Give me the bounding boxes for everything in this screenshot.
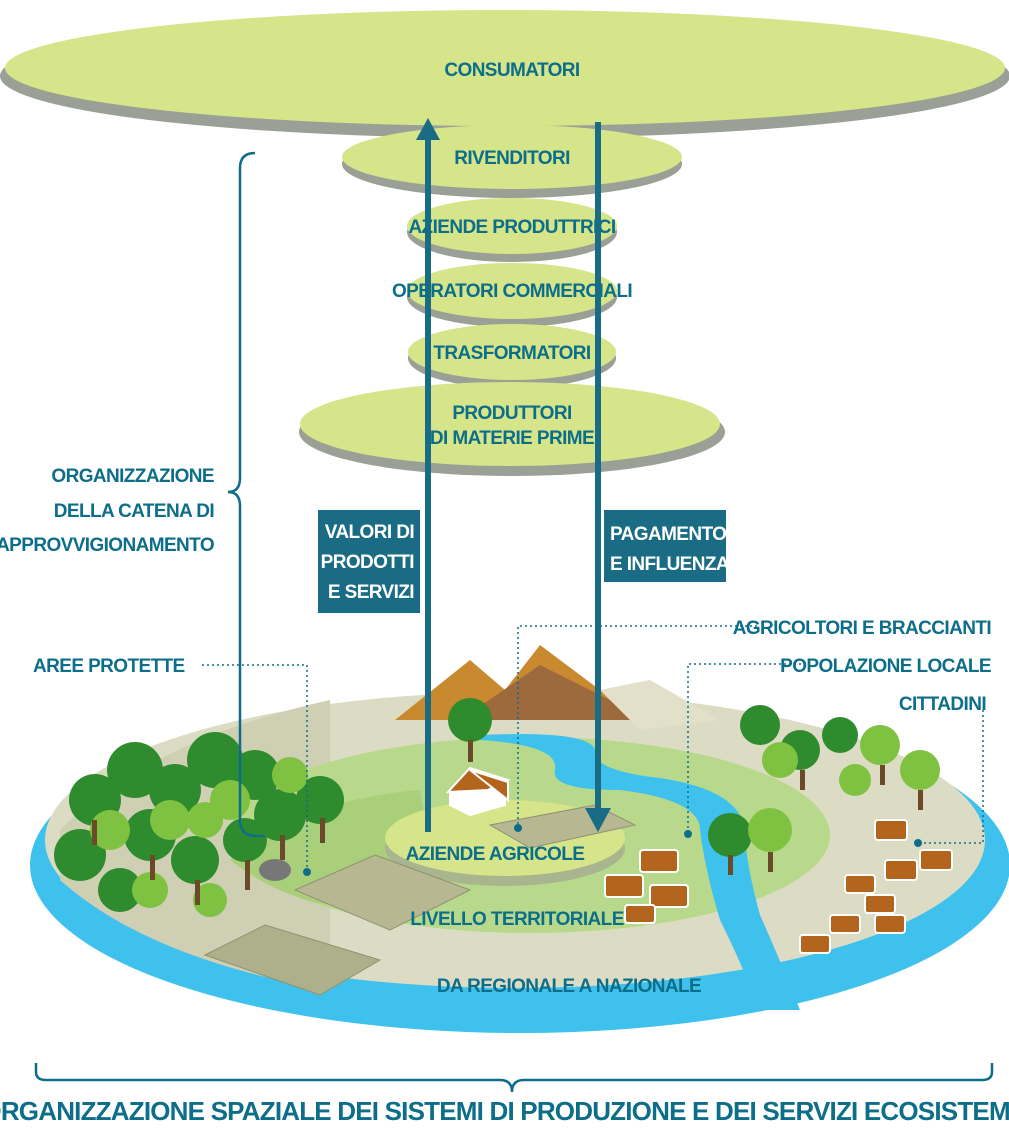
up-flow-line1: VALORI DI	[325, 522, 415, 543]
protected-areas-label: AREE PROTETTE	[33, 656, 185, 677]
consumers-disk	[5, 10, 1005, 126]
bottom-brace	[34, 1063, 994, 1093]
traders-label: OPERATORI COMMERCIALI	[392, 281, 632, 302]
supply-chain-label-line3: APPROVVIGIONAMENTO	[0, 535, 214, 556]
manufacturers-disk	[407, 198, 617, 254]
farm-house	[445, 766, 511, 817]
citizens-label: CITTADINI	[899, 694, 986, 715]
down-flow-line2: E INFLUENZA	[610, 554, 730, 575]
up-flow-box	[318, 510, 420, 613]
farmers-dot	[514, 824, 522, 832]
down-flow-box	[604, 510, 726, 582]
farms-label: AZIENDE AGRICOLE	[406, 844, 585, 865]
flow-lines	[425, 122, 601, 832]
regional-field	[203, 924, 382, 996]
traders-disk	[407, 263, 617, 319]
producers-disk	[300, 382, 720, 466]
trees	[54, 698, 940, 917]
up-flow-line2: PRODOTTI	[321, 552, 415, 573]
local-population-line	[687, 663, 806, 832]
producers-label-line1: PRODUTTORI	[452, 403, 572, 424]
supply-chain-brace	[227, 151, 265, 838]
callout-lines	[202, 625, 984, 870]
landscape	[30, 645, 1009, 1033]
down-flow-line1: PAGAMENTO	[610, 524, 726, 545]
houses	[445, 766, 953, 954]
territorial-label: LIVELLO TERRITORIALE	[410, 909, 624, 930]
protected-areas-line	[202, 664, 308, 870]
supply-chain-label-line1: ORGANIZZAZIONE	[51, 466, 214, 487]
up-arrow-icon	[416, 118, 440, 140]
protected-areas-dot	[303, 868, 311, 876]
retailers-label: RIVENDITORI	[454, 148, 570, 169]
up-flow-line3: E SERVIZI	[328, 582, 414, 603]
mountain-front	[460, 665, 650, 720]
citizens-dot	[914, 839, 922, 847]
down-arrow-icon	[585, 808, 611, 832]
local-population-dot	[684, 830, 692, 838]
consumers-label: CONSUMATORI	[444, 60, 580, 81]
local-population-label: POPOLAZIONE LOCALE	[780, 656, 991, 677]
territorial-field	[293, 854, 472, 931]
farmers-label: AGRICOLTORI E BRACCIANTI	[733, 618, 992, 639]
producers-label-line2: DI MATERIE PRIME	[430, 428, 594, 449]
supply-chain-label-line2: DELLA CATENA DI	[54, 501, 215, 522]
elephant	[259, 859, 291, 881]
citizens-line	[920, 710, 984, 844]
regional-label: DA REGIONALE A NAZIONALE	[437, 976, 701, 997]
manufacturers-label: AZIENDE PRODUTTRICI	[408, 217, 615, 238]
processors-label: TRASFORMATORI	[433, 343, 591, 364]
river	[480, 734, 800, 1010]
mountain-light	[600, 680, 720, 730]
processors-disk	[408, 324, 616, 380]
bottom-caption: ORGANIZZAZIONE SPAZIALE DEI SISTEMI DI P…	[0, 1096, 1009, 1126]
